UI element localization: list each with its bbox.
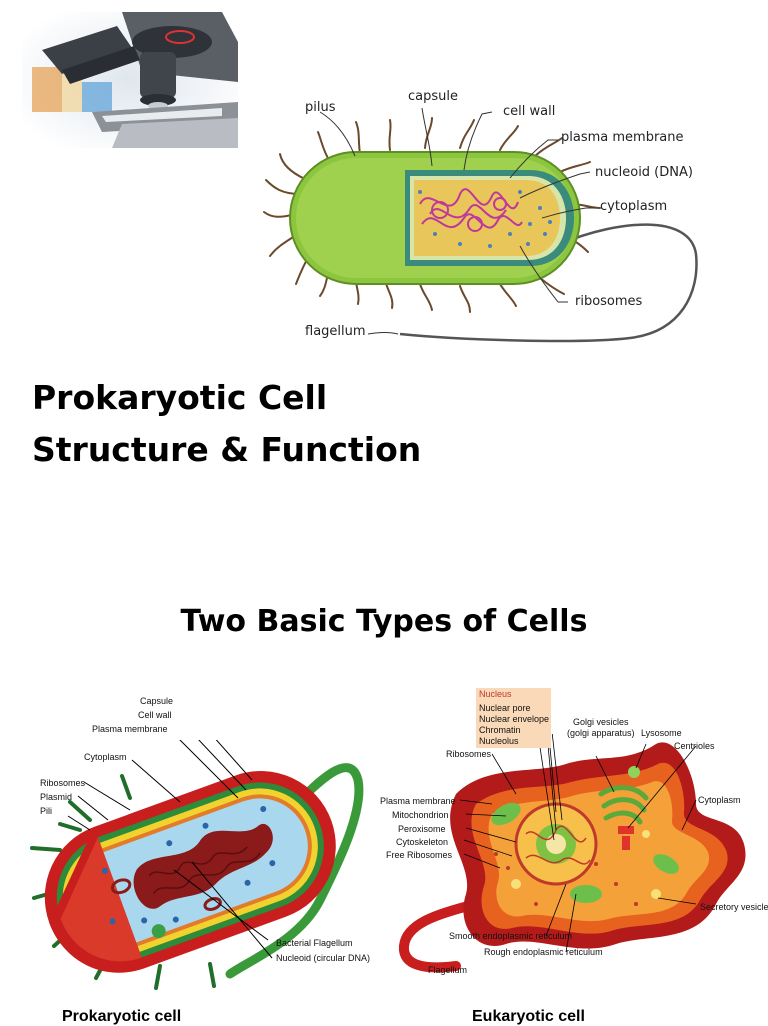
euk-label-secretory-vesicle: Secretory vesicle: [700, 902, 768, 912]
euk-label-cytoskeleton: Cytoskeleton: [396, 837, 449, 847]
euk-label-nucleus: Nucleus: [479, 689, 512, 699]
euk-label-nucleolus: Nucleolus: [479, 736, 519, 746]
label-flagellum: flagellum: [305, 324, 366, 339]
euk-label-chromatin: Chromatin: [479, 725, 521, 735]
euk-label-mitochondrion: Mitochondrion: [392, 810, 449, 820]
pro-label-ribosomes: Ribosomes: [40, 778, 86, 788]
nucleus-legend-box: [476, 688, 551, 748]
euk-label-nuclear-envelope: Nuclear envelope: [479, 714, 550, 724]
prokaryotic-cell-diagram: [30, 740, 364, 990]
euk-label-plasma-membrane: Plasma membrane: [380, 796, 456, 806]
label-capsule: capsule: [408, 89, 458, 104]
euk-label-peroxisome: Peroxisome: [398, 824, 446, 834]
slide-prokaryotic-structure: pilus capsule cell wall plasma membrane …: [0, 0, 768, 512]
pro-label-capsule: Capsule: [140, 696, 174, 706]
pro-label-pili: Pili: [40, 806, 53, 816]
pro-label-nucleoid: Nucleoid (circular DNA): [276, 953, 371, 963]
euk-label-golgi-vesicles: Golgi vesicles: [573, 717, 629, 727]
label-plasma-membrane: plasma membrane: [561, 130, 684, 145]
euk-label-rough-er: Rough endoplasmic reticulum: [484, 947, 603, 957]
pro-label-cytoplasm: Cytoplasm: [84, 752, 127, 762]
euk-label-free-ribosomes: Free Ribosomes: [386, 850, 453, 860]
euk-label-centrioles: Centrioles: [674, 741, 715, 751]
microscope-photo: [22, 12, 238, 148]
pro-label-cell-wall: Cell wall: [138, 710, 172, 720]
euk-label-nuclear-pore: Nuclear pore: [479, 703, 531, 713]
title-line-2: Structure & Function: [32, 430, 422, 469]
label-pilus: pilus: [305, 100, 336, 115]
label-nucleoid: nucleoid (DNA): [595, 165, 693, 180]
label-cell-wall: cell wall: [503, 104, 556, 119]
caption-prokaryotic-cell: Prokaryotic cell: [62, 1008, 182, 1025]
euk-label-ribosomes: Ribosomes: [446, 749, 492, 759]
euk-label-golgi-apparatus: (golgi apparatus): [567, 728, 635, 738]
eukaryotic-cell-diagram: [398, 734, 746, 973]
title-line-1: Prokaryotic Cell: [32, 378, 328, 417]
bacterium-illustration: [263, 107, 698, 343]
euk-label-flagellum: Flagellum: [428, 965, 468, 975]
pro-label-plasma-membrane: Plasma membrane: [92, 724, 168, 734]
euk-label-cytoplasm: Cytoplasm: [698, 795, 741, 805]
label-cytoplasm: cytoplasm: [600, 199, 668, 214]
pro-label-bacterial-flagellum: Bacterial Flagellum: [276, 938, 353, 948]
caption-eukaryotic-cell: Eukaryotic cell: [472, 1008, 585, 1025]
heading-two-basic-types: Two Basic Types of Cells: [180, 604, 588, 639]
euk-label-smooth-er: Smooth endoplasmic reticulum: [449, 931, 573, 941]
label-ribosomes: ribosomes: [575, 294, 643, 309]
pro-label-plasmid: Plasmid: [40, 792, 73, 802]
euk-label-lysosome: Lysosome: [641, 728, 682, 738]
